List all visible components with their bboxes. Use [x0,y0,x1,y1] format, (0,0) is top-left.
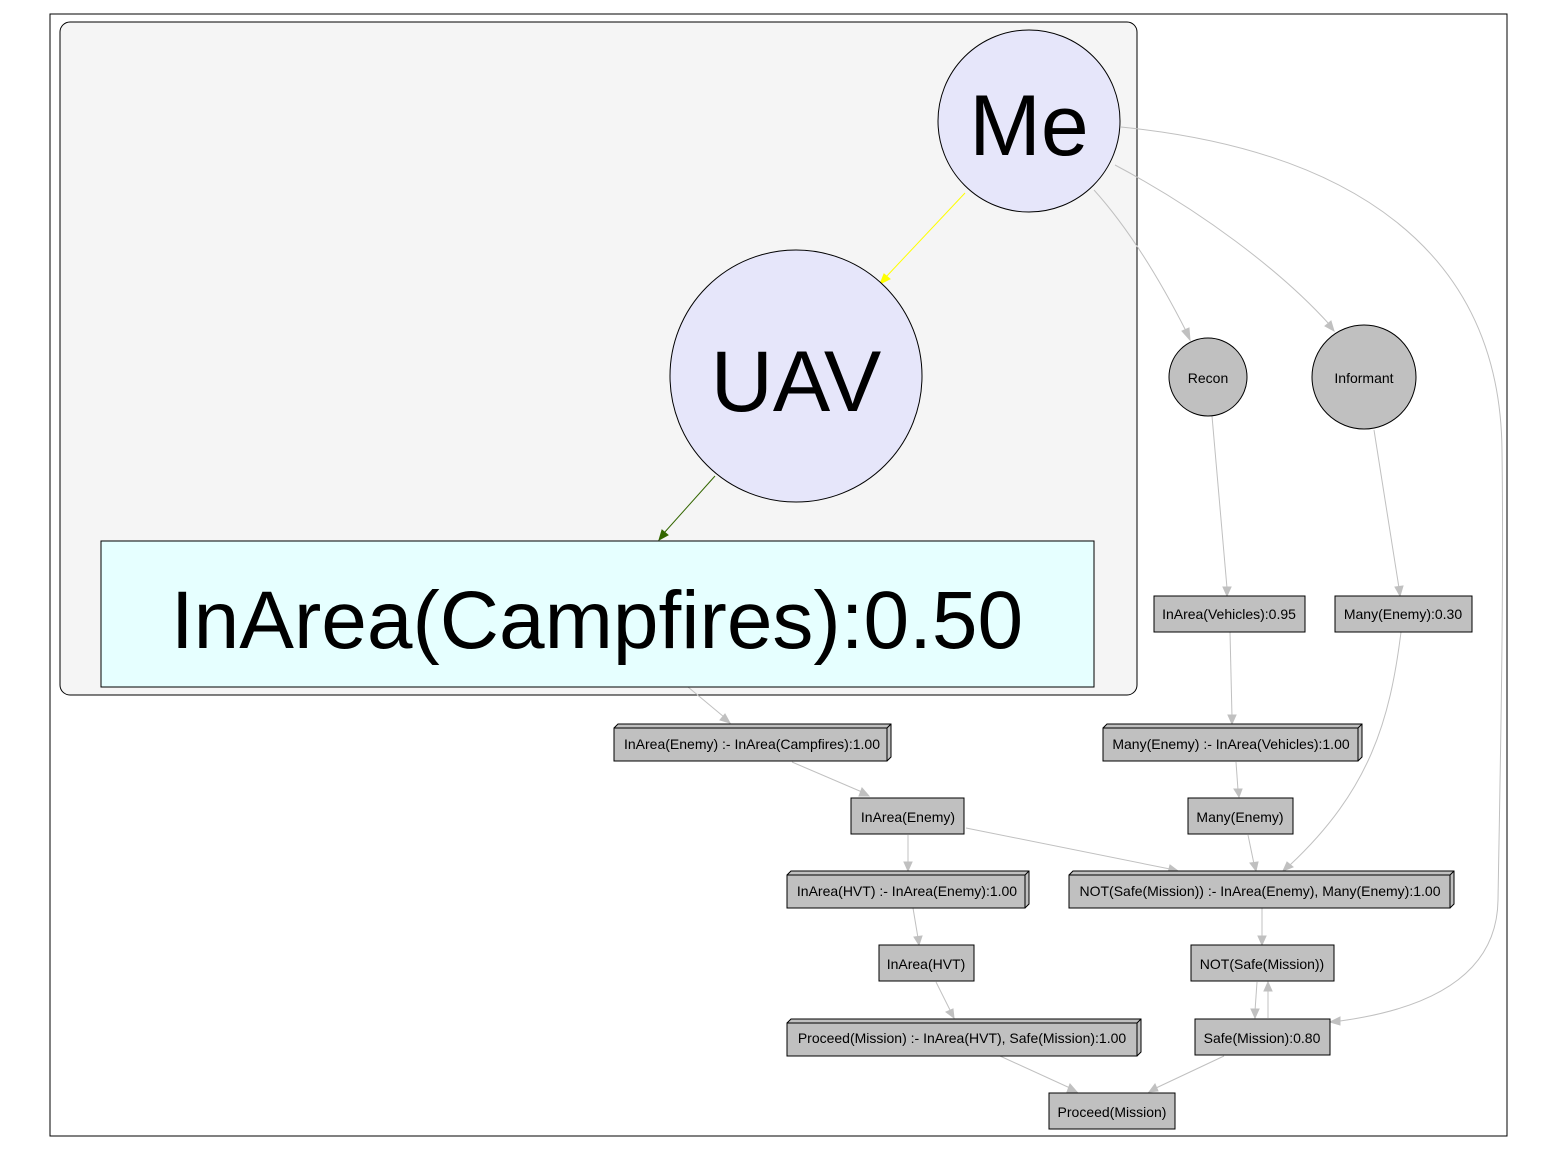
edge-arrow [858,787,871,797]
edge-campfires-rule-enemy [687,686,725,718]
node-notsafe-label: NOT(Safe(Mission)) [1200,956,1324,972]
edge-notsafe-safe [1254,981,1258,1012]
node-campfires[interactable]: InArea(Campfires):0.50 [100,540,1095,688]
edge-uav-campfires [663,475,716,534]
node-rule-enemy[interactable]: InArea(Enemy) :- InArea(Campfires):1.00 [613,723,892,762]
edge-safe-proceed [1155,1055,1225,1089]
edge-arrow [1249,861,1259,873]
edge-arrow [1147,1083,1159,1093]
node-many-enemy-prior-label: Many(Enemy):0.30 [1344,606,1462,622]
edge-rule-proceed-proceed [999,1055,1071,1089]
node-campfires-label: InArea(Campfires):0.50 [171,575,1023,666]
node-rule-notsafe-label: NOT(Safe(Mission)) :- InArea(Enemy), Man… [1080,883,1441,899]
node-inarea-hvt-label: InArea(HVT) [887,956,966,972]
edge-arrow [879,273,891,286]
node-inarea-hvt[interactable]: InArea(HVT) [878,944,975,982]
edge-arrow [658,529,669,542]
node-rule-proceed-label: Proceed(Mission) :- InArea(HVT), Safe(Mi… [798,1030,1127,1046]
node-many-enemy[interactable]: Many(Enemy) [1187,797,1294,835]
node-vehicles-label: InArea(Vehicles):0.95 [1162,606,1296,622]
node-informant[interactable]: Informant [1311,324,1417,430]
node-me-label: Me [969,78,1088,174]
node-proceed-label: Proceed(Mission) [1058,1104,1167,1120]
edge-arrow [1394,585,1404,598]
edge-rule-many-many-enemy [1235,761,1239,791]
edge-arrow [1222,586,1232,598]
edge-recon-vehicles [1211,415,1228,589]
edge-many-enemy-rule-notsafe [1247,834,1255,865]
edge-arrow [1227,714,1237,726]
node-many-enemy-prior[interactable]: Many(Enemy):0.30 [1334,595,1473,633]
edge-many-prior-rule-notsafe [1289,631,1402,866]
node-rule-many-label: Many(Enemy) :- InArea(Vehicles):1.00 [1112,736,1350,752]
edge-arrow [1263,980,1273,992]
node-recon[interactable]: Recon [1168,337,1248,417]
node-rule-proceed[interactable]: Proceed(Mission) :- InArea(HVT), Safe(Mi… [786,1018,1142,1057]
node-rule-many[interactable]: Many(Enemy) :- InArea(Vehicles):1.00 [1102,723,1363,762]
edge-rule-enemy-inarea-enemy [791,761,863,793]
focus-cluster [59,21,1138,696]
edge-arrow [945,1008,955,1020]
node-proceed[interactable]: Proceed(Mission) [1048,1092,1176,1130]
edge-me-recon [1093,189,1187,332]
node-uav-label: UAV [711,334,881,430]
edge-arrow [1328,1016,1341,1026]
edge-arrow [1282,861,1294,872]
edge-arrow [1257,935,1267,947]
edge-arrow [1233,788,1243,799]
node-many-enemy-label: Many(Enemy) [1196,809,1283,825]
edge-arrow [1181,327,1191,342]
node-safe-label: Safe(Mission):0.80 [1204,1030,1321,1046]
edge-informant-many-prior [1373,429,1400,589]
edge-arrow [1324,320,1335,333]
edge-inarea-enemy-rule-notsafe [965,827,1171,870]
node-vehicles[interactable]: InArea(Vehicles):0.95 [1153,595,1306,633]
node-inarea-enemy-label: InArea(Enemy) [861,809,955,825]
edge-me-safe [1120,126,1504,1022]
node-me[interactable]: Me [937,29,1121,213]
node-rule-notsafe[interactable]: NOT(Safe(Mission)) :- InArea(Enemy), Man… [1068,870,1455,909]
edge-me-uav [884,192,966,279]
edge-arrow [1250,1008,1260,1020]
edge-arrow [903,861,913,873]
node-inarea-enemy[interactable]: InArea(Enemy) [850,797,965,835]
node-rule-hvt[interactable]: InArea(HVT) :- InArea(Enemy):1.00 [786,870,1030,909]
edge-arrow [913,935,923,947]
node-uav[interactable]: UAV [669,249,923,503]
node-rule-hvt-label: InArea(HVT) :- InArea(Enemy):1.00 [797,883,1017,899]
node-recon-label: Recon [1188,370,1228,386]
node-safe[interactable]: Safe(Mission):0.80 [1194,1018,1331,1056]
edge-inarea-hvt-rule-proceed [935,981,952,1013]
edge-vehicles-rule-many [1229,631,1233,718]
node-rule-enemy-label: InArea(Enemy) :- InArea(Campfires):1.00 [624,736,880,752]
edge-me-informant [1114,164,1330,325]
edge-rule-hvt-inarea-hvt [912,907,919,939]
node-informant-label: Informant [1334,370,1393,386]
edges [658,126,1504,1093]
node-notsafe[interactable]: NOT(Safe(Mission)) [1190,944,1335,982]
edge-arrow [1066,1083,1079,1093]
edge-arrow [719,713,732,724]
